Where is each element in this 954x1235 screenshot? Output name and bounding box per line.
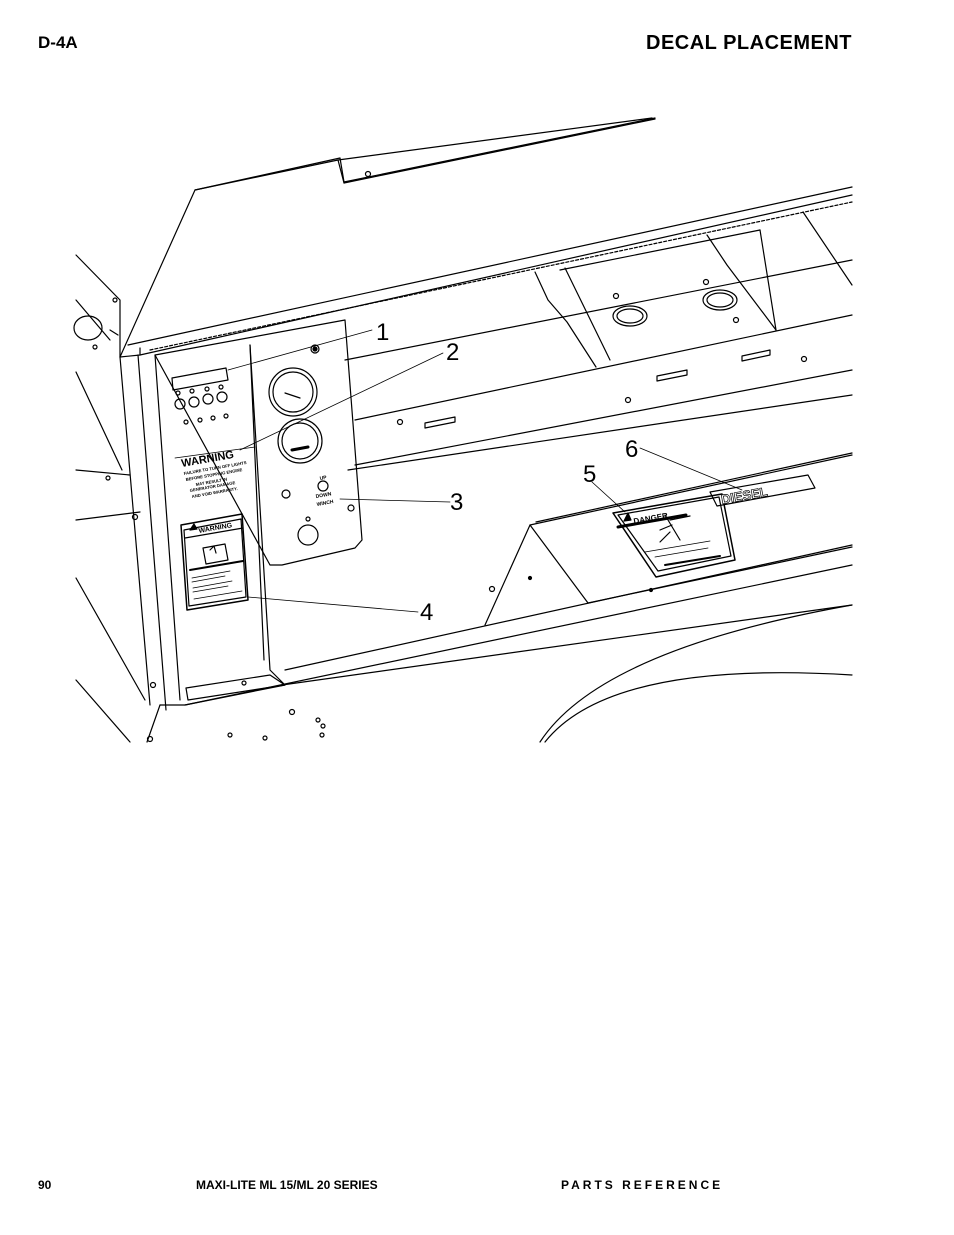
winch-decal: UP DOWN WINCH bbox=[315, 475, 334, 508]
diesel-decal-text: DIESEL bbox=[720, 484, 769, 507]
winch-up-label: UP bbox=[319, 475, 328, 482]
callout-numbers: 1 2 3 4 5 6 bbox=[376, 319, 638, 626]
warning-decal: WARNING FAILURE TO TURN OFF LIGHTS BEFOR… bbox=[174, 446, 256, 499]
winch-down-label: DOWN bbox=[315, 491, 332, 500]
document-code: D-4A bbox=[38, 33, 78, 52]
callout-2: 2 bbox=[446, 339, 459, 366]
diesel-decal: DIESEL bbox=[709, 474, 816, 507]
model-name: MAXI-LITE ML 15/ML 20 SERIES bbox=[196, 1178, 378, 1192]
upper-housing bbox=[344, 211, 853, 429]
callout-3: 3 bbox=[450, 489, 463, 516]
lower-deck bbox=[146, 369, 853, 743]
section-name: PARTS REFERENCE bbox=[561, 1178, 724, 1192]
small-warning-decal: WARNING bbox=[180, 513, 249, 611]
callout-4: 4 bbox=[420, 599, 433, 626]
roof-panel bbox=[119, 117, 853, 358]
winch-label: WINCH bbox=[316, 499, 334, 508]
danger-decal: DANGER bbox=[612, 493, 736, 578]
page-number: 90 bbox=[38, 1178, 52, 1192]
control-panel bbox=[154, 319, 363, 706]
callout-1: 1 bbox=[376, 319, 389, 346]
leader-lines bbox=[227, 329, 743, 613]
page-title: DECAL PLACEMENT bbox=[646, 32, 853, 54]
warning-decal-line3: MAY RESULT IN bbox=[195, 477, 227, 487]
engine-hood bbox=[484, 452, 853, 626]
callout-5: 5 bbox=[583, 461, 596, 488]
callout-6: 6 bbox=[625, 436, 638, 463]
danger-decal-title: DANGER bbox=[633, 511, 669, 526]
left-frame bbox=[73, 254, 167, 743]
